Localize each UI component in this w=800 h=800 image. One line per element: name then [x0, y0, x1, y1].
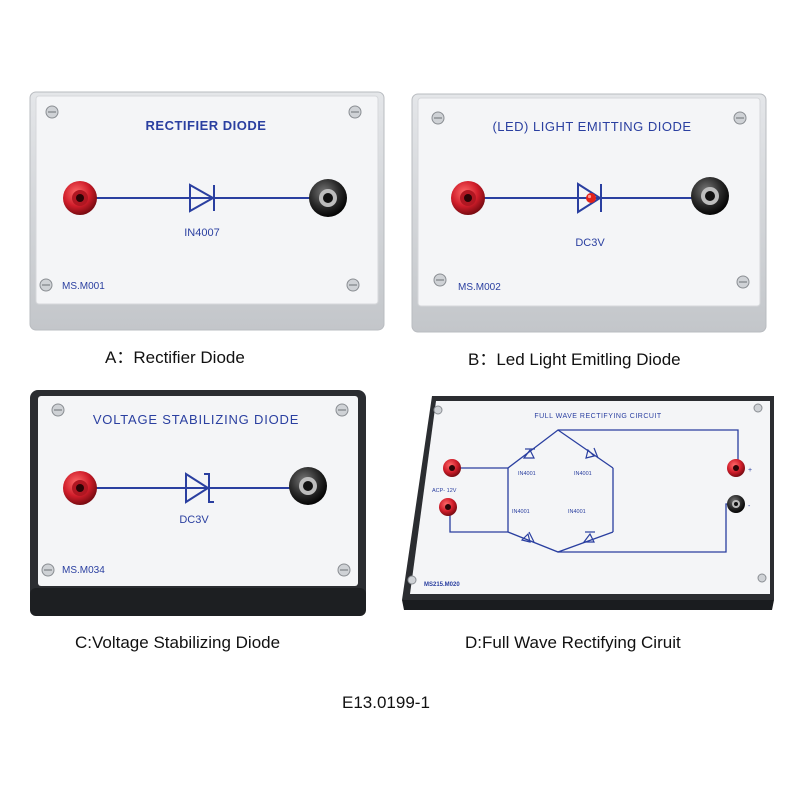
panel-title: RECTIFIER DIODE	[146, 118, 267, 133]
screw-icon	[431, 111, 445, 125]
bridge-diode-icon	[582, 531, 595, 543]
panel-rectifier-diode: RECTIFIER DIODE IN4007 MS.M001	[29, 91, 385, 331]
product-code: E13.0199-1	[342, 693, 430, 712]
red-terminal-icon[interactable]	[439, 498, 457, 516]
model-number: MS.M001	[62, 281, 105, 292]
part-label: DC3V	[179, 514, 209, 526]
red-terminal-icon[interactable]	[451, 181, 485, 215]
part-label: DC3V	[575, 237, 605, 249]
black-terminal-icon[interactable]	[309, 179, 347, 217]
screw-icon	[757, 573, 767, 583]
screw-icon	[433, 273, 447, 287]
diode-label: IN4001	[512, 509, 530, 515]
model-number: MS215.M020	[424, 582, 460, 588]
diode-label: IN4001	[518, 471, 536, 477]
screw-icon	[346, 278, 360, 292]
caption-d: D:Full Wave Rectifying Ciruit	[465, 633, 681, 652]
panel-title: FULL WAVE RECTIFYING CIRCUIT	[534, 413, 662, 420]
model-number: MS.M002	[458, 282, 501, 293]
panel-full-wave-rectifying-circuit: FULL WAVE RECTIFYING CIRCUIT IN4001 IN40…	[402, 396, 774, 610]
panel-title: (LED) LIGHT EMITTING DIODE	[492, 119, 691, 134]
bridge-diode-icon	[522, 448, 535, 459]
screw-icon	[733, 111, 747, 125]
led-symbol-icon	[577, 182, 602, 214]
input-label: ACP- 12V	[432, 488, 457, 494]
screw-icon	[45, 105, 59, 119]
diode-label: IN4001	[574, 471, 592, 477]
screw-icon	[51, 403, 65, 417]
black-terminal-icon[interactable]	[289, 467, 327, 505]
panel-voltage-stabilizing-diode: VOLTAGE STABILIZING DIODE DC3V MS.M034	[30, 390, 366, 616]
diode-symbol-icon	[189, 183, 216, 213]
red-terminal-icon[interactable]	[63, 471, 97, 505]
screw-icon	[41, 563, 55, 577]
black-terminal-icon[interactable]	[691, 177, 729, 215]
screw-icon	[348, 105, 362, 119]
model-number: MS.M034	[62, 565, 105, 576]
panel-led-diode: (LED) LIGHT EMITTING DIODE DC3V MS.M002	[411, 93, 767, 333]
screw-icon	[753, 403, 763, 413]
caption-a: A：Rectifier Diode	[105, 348, 245, 367]
black-terminal-icon[interactable]	[727, 495, 745, 513]
bridge-diode-icon	[585, 447, 599, 459]
screw-icon	[736, 275, 750, 289]
caption-b: B：Led Light Emitling Diode	[468, 350, 681, 369]
screw-icon	[407, 575, 417, 585]
diode-label: IN4001	[568, 509, 586, 515]
minus-label: -	[748, 503, 751, 510]
zener-diode-symbol-icon	[185, 472, 214, 504]
part-label: IN4007	[184, 227, 219, 239]
caption-c: C:Voltage Stabilizing Diode	[75, 633, 281, 652]
screw-icon	[335, 403, 349, 417]
panel-title: VOLTAGE STABILIZING DIODE	[93, 412, 299, 427]
red-terminal-icon[interactable]	[443, 459, 461, 477]
screw-icon	[337, 563, 351, 577]
red-terminal-icon[interactable]	[727, 459, 745, 477]
screw-icon	[433, 405, 443, 415]
red-terminal-icon[interactable]	[63, 181, 97, 215]
screw-icon	[39, 278, 53, 292]
plus-label: +	[748, 467, 752, 474]
bridge-diode-icon	[520, 531, 535, 543]
